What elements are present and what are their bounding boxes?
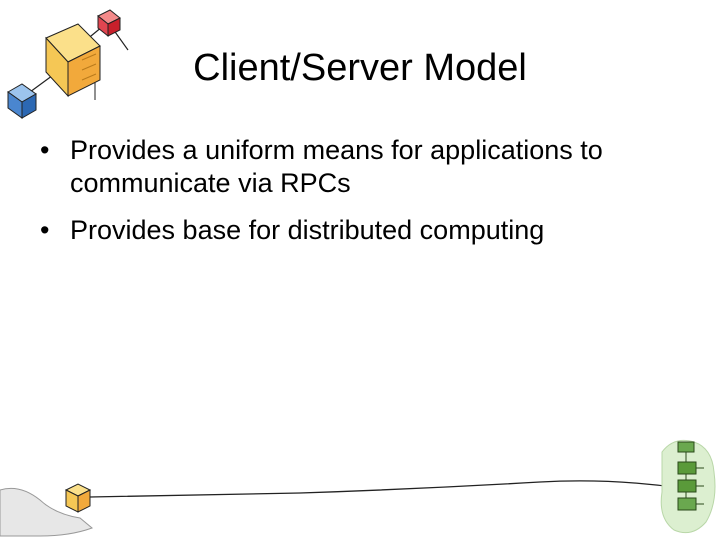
divider-line <box>89 480 681 498</box>
bullet-item: • Provides base for distributed computin… <box>40 214 700 247</box>
bullet-text: Provides a uniform means for application… <box>70 135 603 198</box>
hand-holding-cube-icon <box>0 483 93 537</box>
bullet-list: • Provides a uniform means for applicati… <box>40 134 700 261</box>
bullet-text: Provides base for distributed computing <box>70 215 545 245</box>
network-cubes-icon <box>7 9 129 119</box>
bullet-item: • Provides a uniform means for applicati… <box>40 134 700 200</box>
bullet-marker: • <box>40 215 50 245</box>
bullet-marker: • <box>40 135 50 165</box>
slide-title: Client/Server Model <box>193 47 527 89</box>
server-modules-icon <box>660 439 716 534</box>
